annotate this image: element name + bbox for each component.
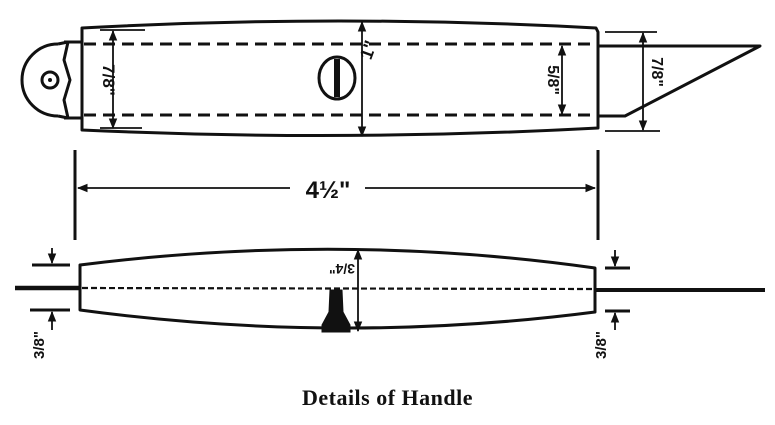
- knob: [20, 42, 59, 118]
- dim-top-center: 1": [356, 38, 381, 62]
- center-line: [81, 286, 594, 291]
- dim-top-left: 7/8": [99, 64, 118, 96]
- dim-left-end: 3/8": [31, 331, 48, 359]
- blade: [598, 44, 762, 118]
- ferrule: [57, 40, 72, 120]
- dim-right-end: 3/8": [593, 331, 610, 359]
- top-view: 7/8" 1" 5/8" 7/8": [20, 19, 762, 138]
- dim-overall-length: 4½": [306, 177, 351, 204]
- handle-body-side: [78, 247, 597, 330]
- figure-caption: Details of Handle: [301, 385, 474, 410]
- dim-side-center: 3/4": [329, 261, 355, 277]
- screw-icon: [317, 55, 357, 101]
- side-view: 3/4" 3/8" 3/8": [15, 247, 765, 359]
- dim-blade: 7/8": [648, 57, 665, 87]
- dim-top-bore: 5/8": [544, 65, 561, 95]
- length-dimension: 4½": [73, 150, 600, 240]
- handle-body-top: [80, 19, 600, 138]
- knob-rivet-icon: [40, 70, 60, 90]
- ferrule-nut: [321, 289, 351, 333]
